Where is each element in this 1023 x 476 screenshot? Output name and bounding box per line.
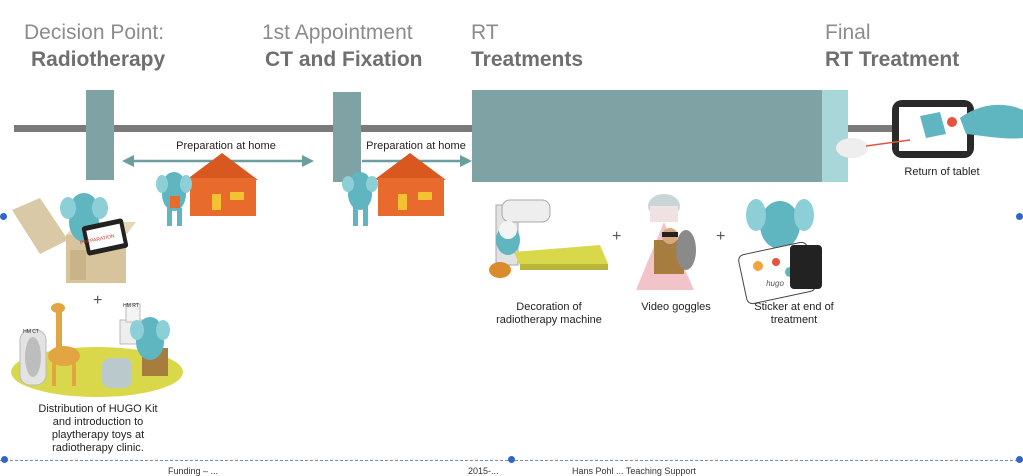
caption-return-of-tablet: Return of tablet [904, 166, 980, 178]
phase-line1: Final [825, 21, 871, 44]
giraffe-icon [48, 303, 80, 386]
phase-decision-point: Decision Point: Radiotherapy [24, 19, 165, 73]
phase-line2: RT Treatment [825, 48, 960, 71]
returned-tablet-icon [892, 100, 974, 158]
arrow-label-preparation: Preparation at home [176, 140, 276, 152]
house-icon [186, 153, 258, 216]
elephant-icon [130, 317, 170, 360]
resize-handle-bottom-left[interactable] [1, 456, 8, 463]
rt-treatments-block [472, 90, 824, 182]
phase-rt-treatments: RT Treatments [471, 19, 583, 73]
milestone-decision-point [86, 90, 114, 180]
phase-line2: Radiotherapy [31, 48, 166, 71]
caption-decoration: Decoration of radiotherapy machine [496, 301, 602, 326]
footer-text: Hans Pohl ... Teaching Support [572, 466, 696, 476]
final-treatment-block [822, 90, 848, 182]
resize-handle-bottom-right[interactable] [1016, 456, 1023, 463]
house-icon [374, 153, 446, 216]
resize-handle-bottom-center[interactable] [508, 456, 515, 463]
plus-icon: + [716, 228, 725, 245]
video-goggles-icon [636, 194, 696, 290]
elephant-icon [496, 221, 520, 255]
phase-line2: CT and Fixation [265, 48, 423, 71]
caption-sticker: Sticker at end of treatment [754, 301, 834, 326]
elephant-icon [156, 172, 192, 226]
elephant-icon [342, 172, 378, 226]
sticker-icon [738, 199, 822, 305]
tablet-in-box-icon [81, 218, 129, 256]
rt-label: HM RT [123, 303, 139, 309]
plus-icon: + [93, 292, 102, 309]
plus-icon: + [612, 228, 621, 245]
hand-icon [836, 104, 1023, 158]
resize-handle-left[interactable] [0, 213, 7, 220]
phase-final-treatment: Final RT Treatment [825, 19, 959, 73]
footer-text: 2015-... [468, 466, 499, 476]
sticker-brand-label: hugo [766, 279, 784, 288]
footer-text: Funding – ... [168, 466, 219, 476]
phase-first-appointment: 1st Appointment CT and Fixation [262, 19, 423, 73]
milestone-first-appointment [333, 92, 361, 182]
phase-line1: RT [471, 21, 499, 44]
phase-line1: Decision Point: [24, 21, 165, 44]
arrow-label-preparation: Preparation at home [366, 140, 466, 152]
caption-distribution: Distribution of HUGO Kit and introductio… [38, 403, 158, 454]
resize-handle-right[interactable] [1016, 213, 1023, 220]
caption-video-goggles: Video goggles [641, 301, 711, 313]
phase-line1: 1st Appointment [262, 21, 413, 44]
phase-line2: Treatments [471, 48, 584, 71]
ct-label: HM CT [23, 329, 39, 335]
